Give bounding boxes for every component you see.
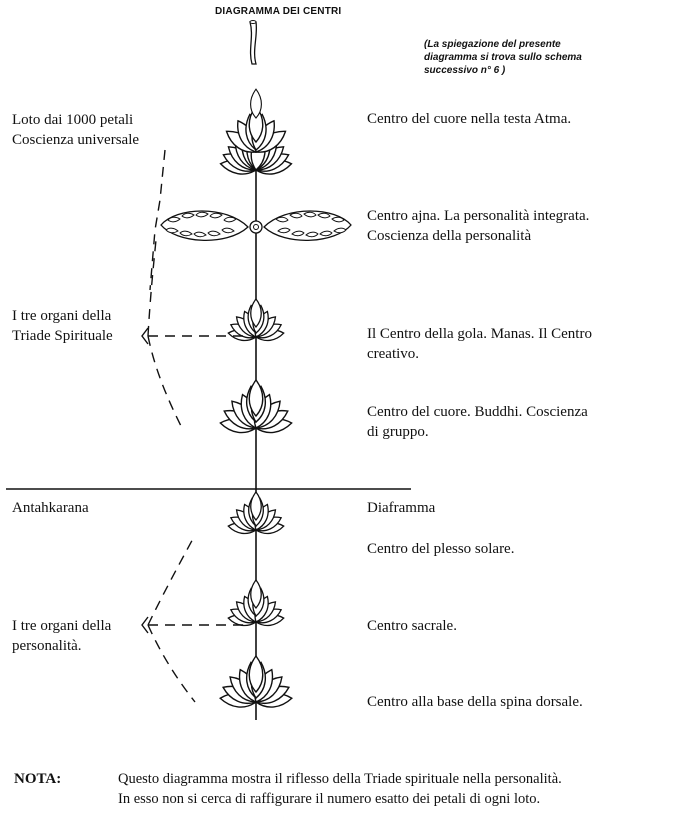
label-cuore: Centro del cuore. Buddhi. Coscienza di g…	[367, 402, 588, 442]
connector-pers-up	[147, 534, 196, 626]
label-gola: Il Centro della gola. Manas. Il Centro c…	[367, 324, 592, 364]
label-personalita-line: personalità.	[12, 638, 82, 654]
label-triade-line: Triade Spirituale	[12, 328, 113, 344]
connector-triade-bracket	[141, 327, 149, 345]
label-ajna-line: Coscienza della personalità	[367, 228, 532, 244]
label-cuore-line: di gruppo.	[367, 424, 429, 440]
dashed-connectors	[147, 149, 250, 703]
label-diaframma: Diaframma	[367, 500, 436, 516]
lotus-thousand-petals	[218, 88, 294, 178]
top-note-line: (La spiegazione del presente	[424, 39, 561, 50]
label-loto-line: Loto dai 1000 petali	[12, 112, 134, 128]
connector-pers-down	[147, 624, 196, 703]
lotus-solar-plexus	[226, 491, 286, 536]
label-cuore-testa: Centro del cuore nella testa Atma.	[367, 111, 572, 127]
label-cuore-line: Centro del cuore. Buddhi. Coscienza	[367, 404, 588, 420]
label-sacrale: Centro sacrale.	[367, 618, 457, 634]
label-base: Centro alla base della spina dorsale.	[367, 694, 583, 710]
label-plesso: Centro del plesso solare.	[367, 541, 515, 557]
connector-pers-bracket	[141, 616, 149, 634]
nota-label: NOTA:	[14, 771, 62, 787]
label-ajna-line: Centro ajna. La personalità integrata.	[367, 208, 590, 224]
label-triade: I tre organi della Triade Spirituale	[12, 306, 113, 346]
lotus-stem	[249, 21, 258, 65]
label-gola-line: Il Centro della gola. Manas. Il Centro	[367, 326, 592, 342]
label-loto: Loto dai 1000 petali Coscienza universal…	[12, 110, 139, 150]
label-personalita-line: I tre organi della	[12, 618, 112, 634]
nota-line: Questo diagramma mostra il riflesso dell…	[118, 771, 562, 787]
diagram-title: DIAGRAMMA DEI CENTRI	[215, 6, 342, 17]
connector-loto	[149, 149, 166, 291]
top-note: (La spiegazione del presente diagramma s…	[424, 38, 624, 77]
connector-triade-up	[147, 239, 157, 337]
label-loto-line: Coscienza universale	[12, 132, 140, 148]
label-gola-line: creativo.	[367, 346, 420, 362]
top-note-line: diagramma si trova sullo schema	[424, 52, 582, 63]
lotus-ajna	[160, 210, 352, 241]
nota-line: In esso non si cerca di raffigurare il n…	[118, 791, 541, 807]
label-triade-line: I tre organi della	[12, 308, 112, 324]
connector-triade-down	[147, 335, 183, 429]
label-ajna: Centro ajna. La personalità integrata. C…	[367, 206, 589, 246]
lotus-base	[218, 655, 294, 710]
top-note-line: successivo n° 6 )	[424, 65, 506, 76]
lotus-heart	[218, 379, 294, 436]
label-antahkarana: Antahkarana	[12, 500, 89, 516]
lotus-sacral	[226, 579, 286, 628]
lotus-stem-top	[249, 20, 257, 24]
label-personalita: I tre organi della personalità.	[12, 616, 111, 656]
